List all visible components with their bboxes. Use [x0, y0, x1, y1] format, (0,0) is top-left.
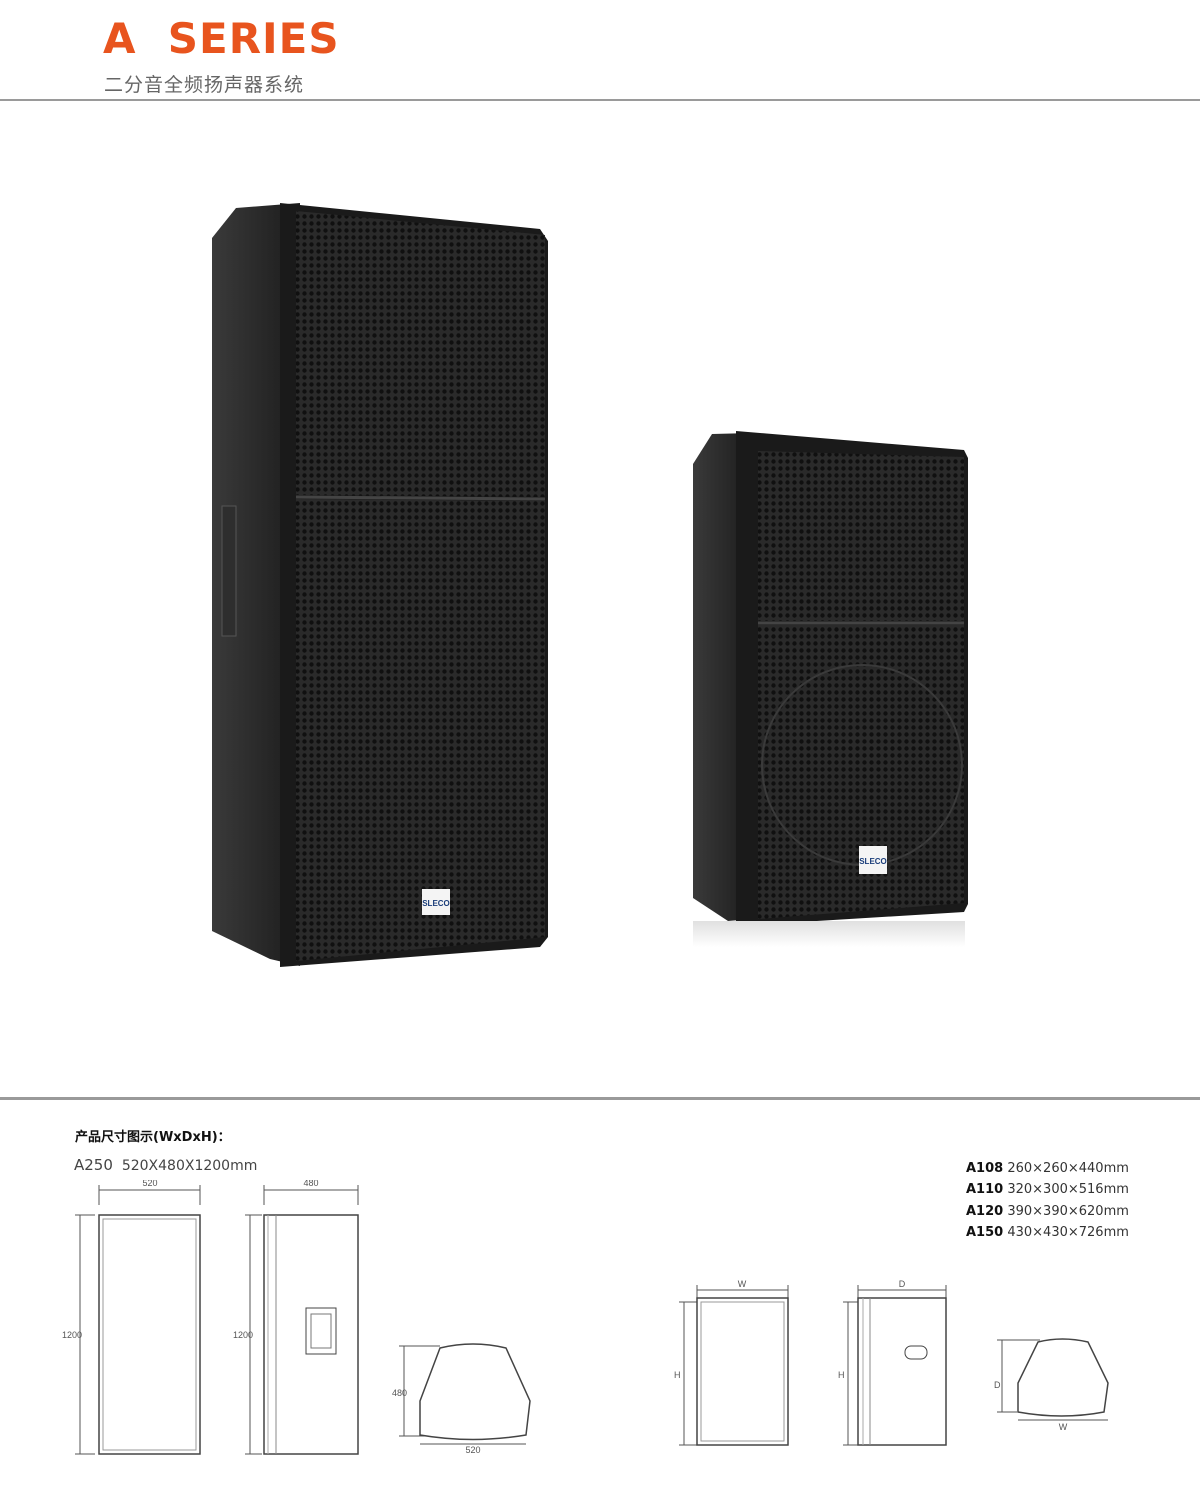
- large-speaker-side: [212, 203, 300, 966]
- large-speaker-image: SLECO: [212, 203, 548, 967]
- a250-front-height-label: 1200: [62, 1330, 82, 1340]
- a250-side-depth-label: 480: [303, 1180, 318, 1188]
- spec-size: 320×300×516mm: [1007, 1182, 1129, 1197]
- a250-model: A250: [74, 1156, 113, 1174]
- spec-row: A150 430×430×726mm: [966, 1225, 1129, 1240]
- generic-front-drawing: W H: [674, 1279, 789, 1446]
- spec-model: A150: [966, 1225, 1004, 1240]
- small-speaker-logo-badge: [859, 846, 887, 874]
- a250-front-width-label: 520: [142, 1180, 157, 1188]
- spec-row: A108 260×260×440mm: [966, 1161, 1129, 1176]
- section-divider: [0, 1097, 1200, 1100]
- spec-size: 260×260×440mm: [1007, 1161, 1129, 1176]
- large-speaker-logo: SLECO: [422, 899, 450, 908]
- generic-top-depth-label: D: [994, 1380, 1001, 1390]
- a250-dimension-line: A250 520X480X1200mm: [74, 1156, 257, 1174]
- a250-top-width-label: 520: [465, 1445, 480, 1455]
- series-subtitle: 二分音全频扬声器系统: [104, 74, 305, 96]
- a250-front-drawing: 520 1200: [62, 1180, 201, 1455]
- small-speaker-logo: SLECO: [859, 857, 887, 866]
- generic-top-width-label: W: [1059, 1422, 1068, 1432]
- large-speaker-handle: [221, 505, 237, 637]
- large-speaker-lower-grille: [296, 499, 545, 961]
- spec-row: A120 390×390×620mm: [966, 1204, 1129, 1219]
- dimensions-heading: 产品尺寸图示(WxDxH)：: [75, 1130, 231, 1145]
- spec-size: 390×390×620mm: [1007, 1204, 1129, 1219]
- spec-model: A120: [966, 1204, 1004, 1219]
- small-speaker-upper-grille: [758, 451, 964, 621]
- large-speaker-upper-grille: [296, 211, 545, 497]
- spec-row: A110 320×300×516mm: [966, 1182, 1129, 1197]
- spec-size: 430×430×726mm: [1007, 1225, 1129, 1240]
- generic-front-width-label: W: [738, 1279, 747, 1289]
- header-divider: [0, 99, 1200, 101]
- product-photos: SLECO SLECO: [212, 203, 968, 967]
- a250-side-height-label: 1200: [233, 1330, 253, 1340]
- generic-top-drawing: D W: [994, 1338, 1109, 1432]
- a250-side-drawing: 480 1200: [233, 1180, 359, 1455]
- large-speaker-logo-badge: [422, 889, 450, 915]
- generic-side-depth-label: D: [899, 1279, 906, 1289]
- generic-front-height-label: H: [674, 1370, 681, 1380]
- generic-side-drawing: D H: [838, 1279, 947, 1446]
- a250-top-depth-label: 480: [392, 1388, 407, 1398]
- small-speaker-lower-grille: [758, 625, 964, 919]
- spec-model: A110: [966, 1182, 1004, 1197]
- a250-top-drawing: 480 520: [392, 1343, 531, 1455]
- technical-drawings: 520 1200 480 1200 480 520 W H: [62, 1180, 1109, 1455]
- small-speaker-image: SLECO: [693, 431, 968, 947]
- series-title: A SERIES: [103, 14, 340, 63]
- a250-size: 520X480X1200mm: [121, 1158, 258, 1174]
- spec-model: A108: [966, 1161, 1004, 1176]
- generic-side-height-label: H: [838, 1370, 845, 1380]
